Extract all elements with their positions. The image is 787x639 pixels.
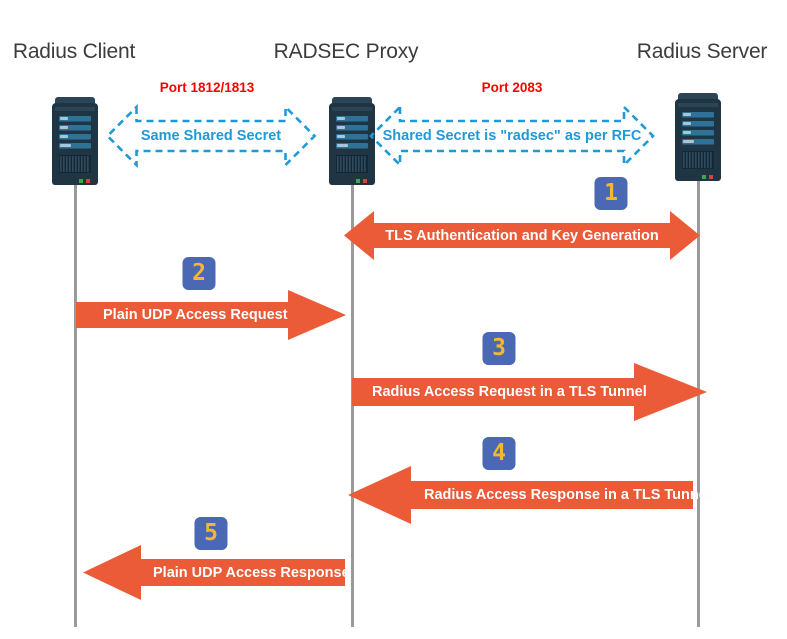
column-title-radius-server: Radius Server (636, 40, 768, 63)
dashed-link-client-proxy: Same Shared Secret (104, 103, 319, 169)
step-arrow-4: Radius Access Response in a TLS Tunnel (348, 466, 711, 524)
step-badge-5: 5 (194, 517, 228, 550)
step-badge-2: 2 (182, 257, 216, 290)
step-badge-4: 4 (482, 437, 516, 470)
port-label-proxy-server: Port 2083 (481, 80, 543, 95)
step-arrow-5: Plain UDP Access Response (83, 545, 350, 600)
column-title-radius-client: Radius Client (12, 40, 136, 63)
lifeline-client (74, 160, 77, 627)
step-arrow-3: Radius Access Request in a TLS Tunnel (352, 363, 707, 421)
column-title-radsec-proxy: RADSEC Proxy (273, 40, 419, 63)
step-badge-3: 3 (482, 332, 516, 365)
step-arrow-1: TLS Authentication and Key Generation (344, 209, 700, 262)
server-rack-icon-client (52, 97, 98, 189)
step-arrow-2: Plain UDP Access Request (76, 290, 346, 340)
dashed-link-proxy-server: Shared Secret is "radsec" as per RFC (367, 103, 657, 169)
server-rack-icon-proxy (329, 97, 375, 189)
step-badge-1: 1 (594, 177, 628, 210)
port-label-client-proxy: Port 1812/1813 (159, 80, 255, 95)
server-rack-icon-server (675, 93, 721, 185)
